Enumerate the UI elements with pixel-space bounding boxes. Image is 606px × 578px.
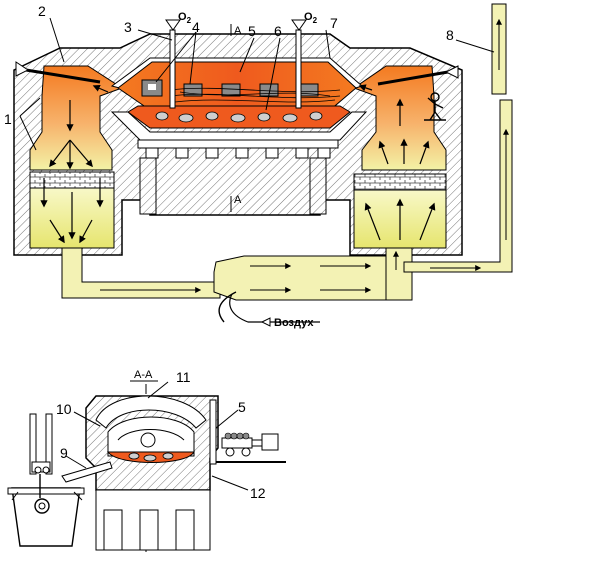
label-8: 8: [446, 27, 454, 43]
section-roof: [95, 395, 207, 429]
right-burner: [377, 65, 459, 86]
section-chamber-inner: [117, 429, 185, 441]
section-view-label: A-A: [134, 369, 153, 381]
label-9: 9: [60, 445, 68, 461]
oxygen-lance-left: [165, 19, 181, 109]
reversing-valve: [213, 255, 405, 301]
charging-machine: [221, 432, 279, 457]
label-3: 3: [124, 19, 132, 35]
flame-streaks: [169, 87, 341, 103]
tap-launder: [61, 461, 113, 483]
label-7: 7: [330, 15, 338, 31]
label-2: 2: [38, 3, 46, 19]
label-oxygen-left: O2: [178, 11, 192, 25]
label-1: 1: [4, 111, 12, 127]
steel-ladle: [7, 413, 85, 547]
chimney-duct: [403, 99, 513, 273]
worker-figure: [424, 92, 446, 121]
label-11: 11: [176, 369, 191, 385]
air-inlet-pipe: [218, 291, 237, 323]
left-regenerator-checker: [29, 171, 115, 189]
label-5-section: 5: [238, 399, 246, 415]
section-mark-bottom: A: [234, 194, 242, 206]
label-12: 12: [250, 485, 266, 501]
left-burner: [15, 61, 101, 84]
right-flue: [385, 247, 413, 301]
label-6: 6: [274, 23, 282, 39]
label-oxygen-right: O2: [304, 11, 318, 25]
callouts-top: [19, 17, 495, 151]
right-regenerator-checker: [353, 173, 447, 191]
hearth-supports: [137, 139, 339, 215]
label-10: 10: [56, 401, 72, 417]
label-4: 4: [192, 19, 200, 35]
section-mark-top: A: [234, 25, 242, 37]
charge-lumps: [155, 111, 323, 123]
cross-section-a-a: A-A: [7, 369, 286, 552]
air-label: Воздух: [274, 317, 314, 329]
open-hearth-furnace: A A: [13, 19, 463, 256]
flow-arrows: [40, 84, 436, 244]
oxygen-lance-right: [291, 19, 307, 109]
section-burner-port: [140, 432, 156, 448]
label-5: 5: [248, 23, 256, 39]
flue-system: Воздух: [61, 3, 513, 329]
